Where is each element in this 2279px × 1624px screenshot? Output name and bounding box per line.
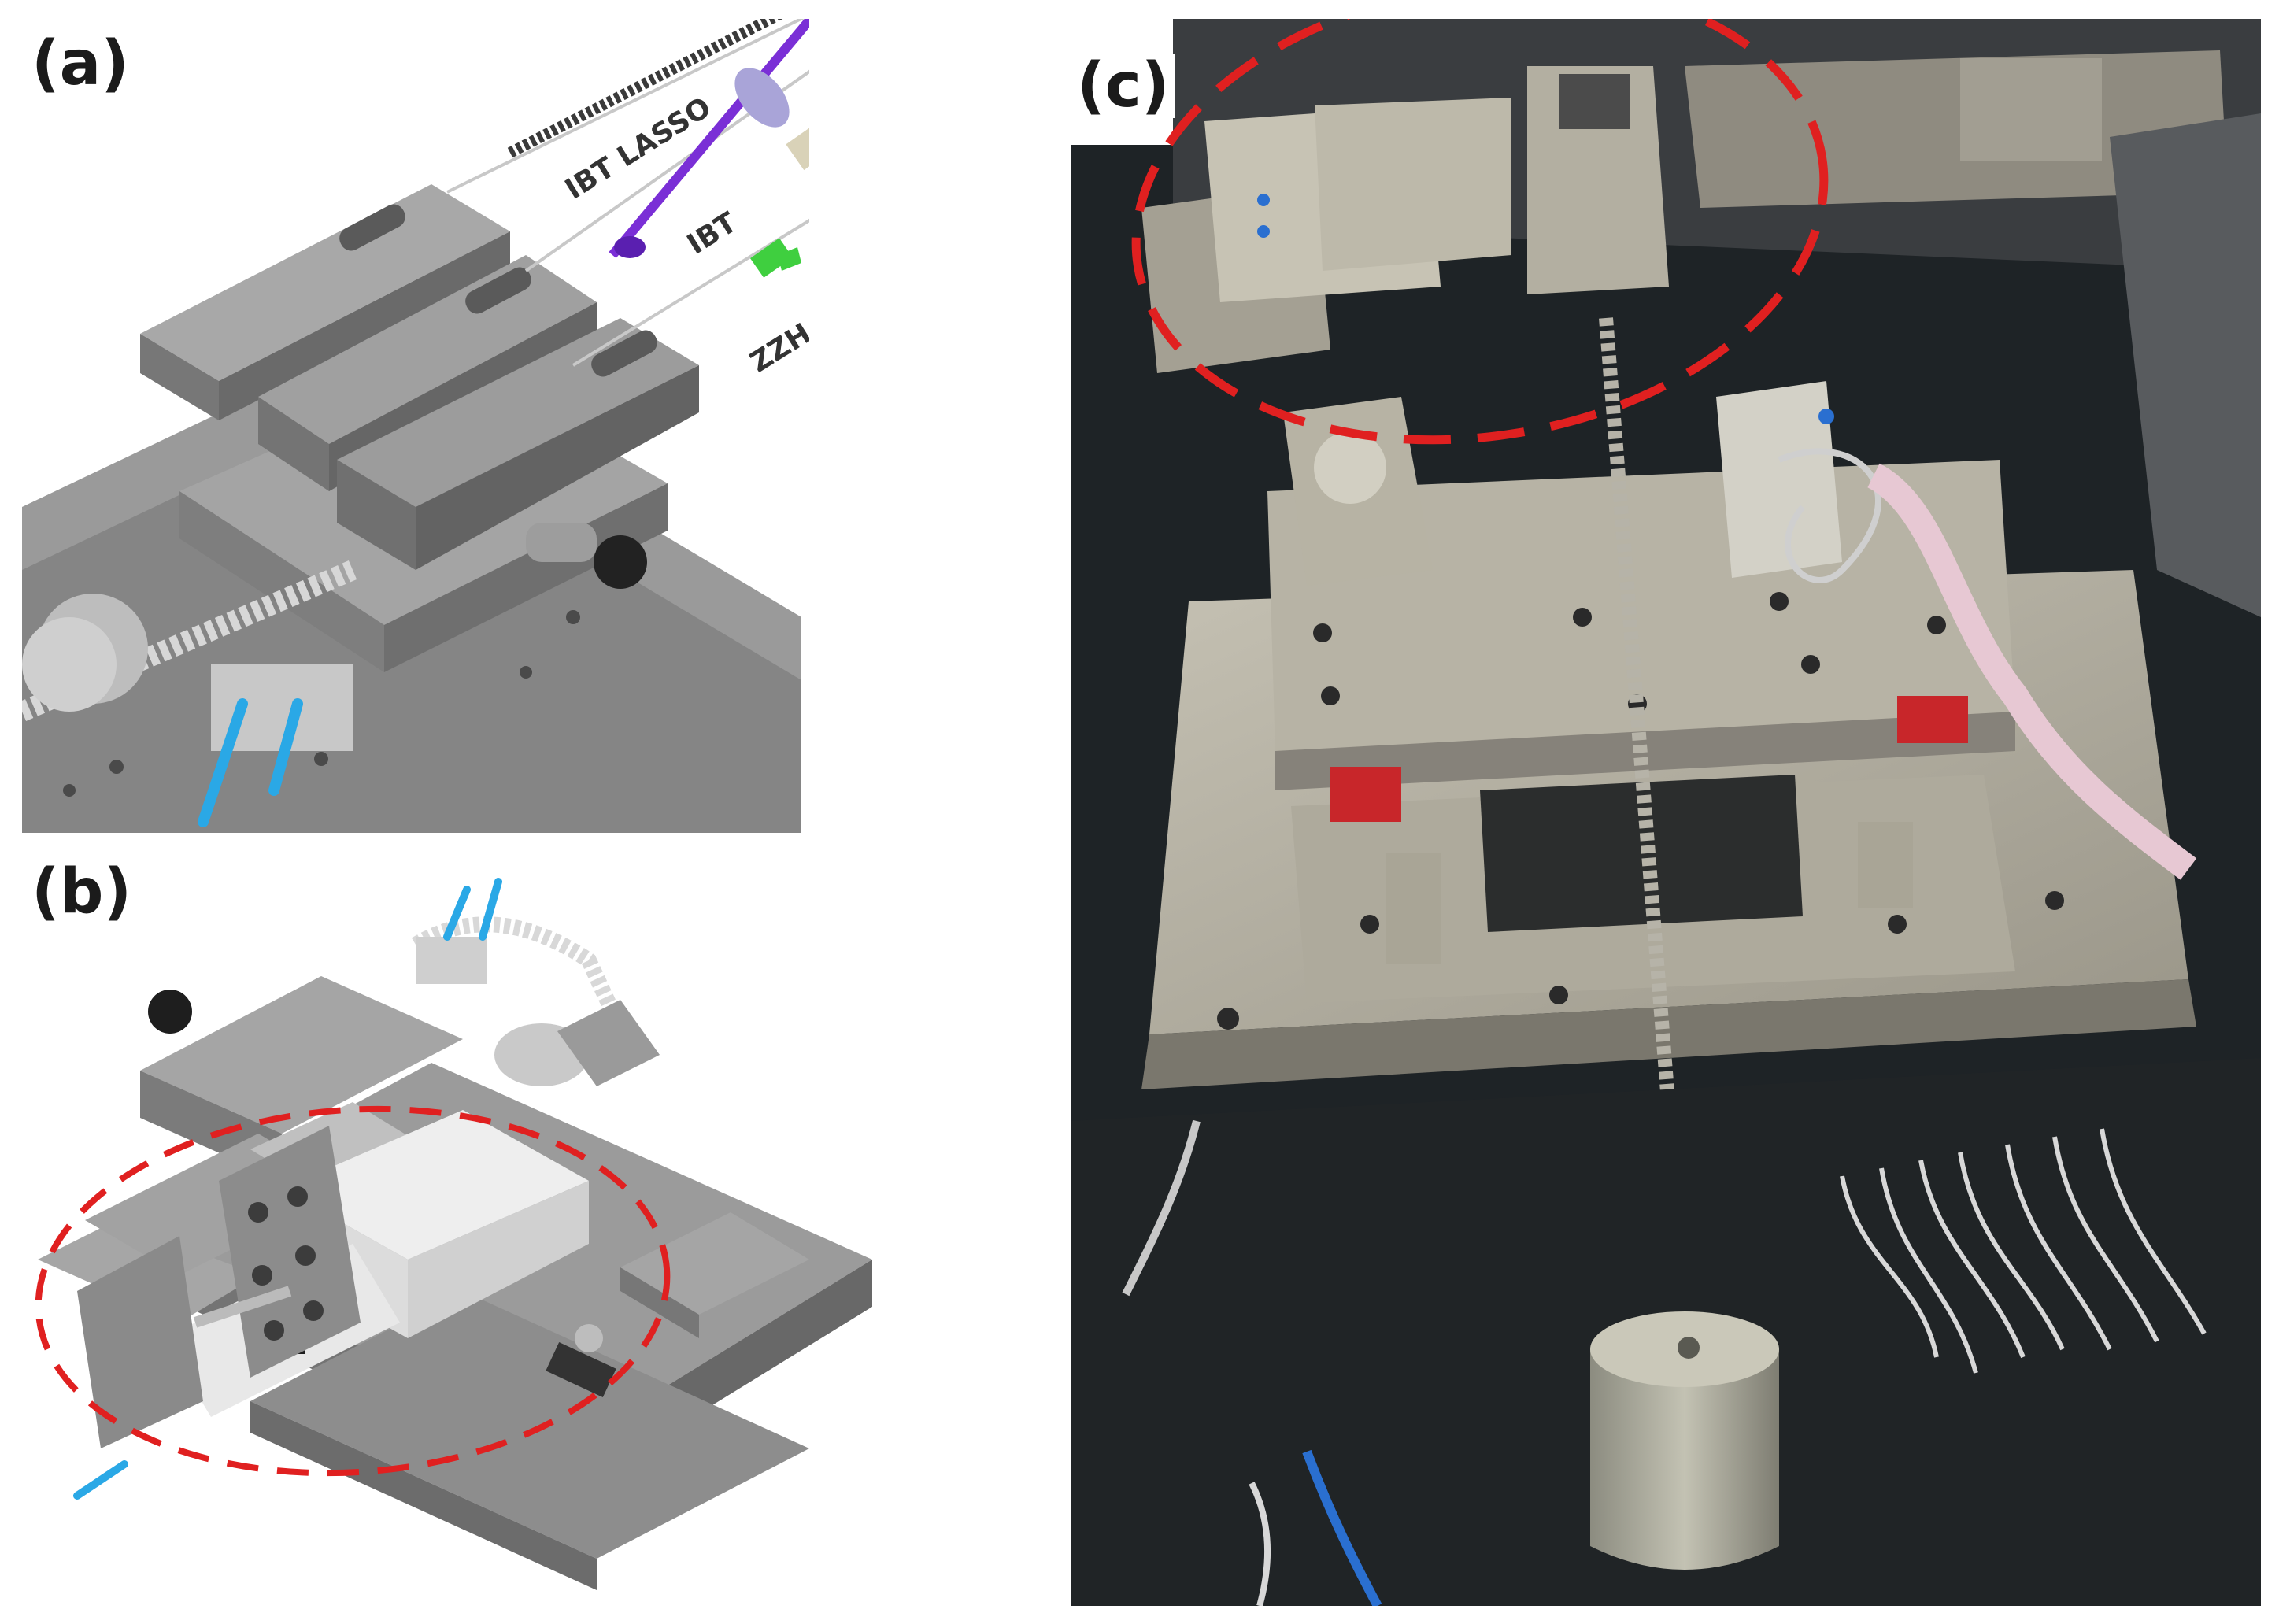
panel-a-render: IBT LASSO IBT ZZH bbox=[22, 19, 809, 833]
panel-c: (c) bbox=[1071, 19, 2261, 1606]
panel-label-a: (a) bbox=[31, 28, 129, 99]
panel-a: IBT LASSO IBT ZZH (a) bbox=[22, 19, 809, 833]
panel-b: (b) bbox=[22, 850, 888, 1606]
panel-label-b: (b) bbox=[31, 856, 132, 927]
panel-b-render bbox=[22, 850, 888, 1606]
panel-c-photo bbox=[1071, 19, 2261, 1606]
panel-label-c: (c) bbox=[1072, 54, 1175, 118]
